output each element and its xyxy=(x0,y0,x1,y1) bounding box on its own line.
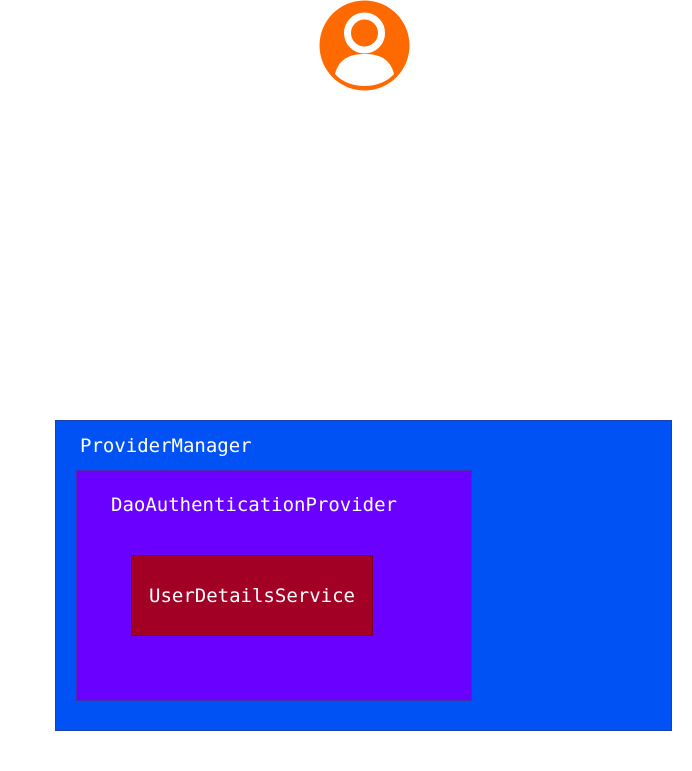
provider-manager-label: ProviderManager xyxy=(80,435,252,457)
dao-authentication-provider-label: DaoAuthenticationProvider xyxy=(111,494,397,516)
user-icon xyxy=(319,0,410,91)
user-icon-head xyxy=(344,12,385,54)
provider-manager-box: ProviderManager DaoAuthenticationProvide… xyxy=(55,420,672,731)
user-details-service-box: UserDetailsService xyxy=(131,555,373,636)
user-details-service-label: UserDetailsService xyxy=(149,584,355,607)
user-icon-body xyxy=(335,54,394,86)
dao-authentication-provider-box: DaoAuthenticationProvider UserDetailsSer… xyxy=(76,470,472,701)
